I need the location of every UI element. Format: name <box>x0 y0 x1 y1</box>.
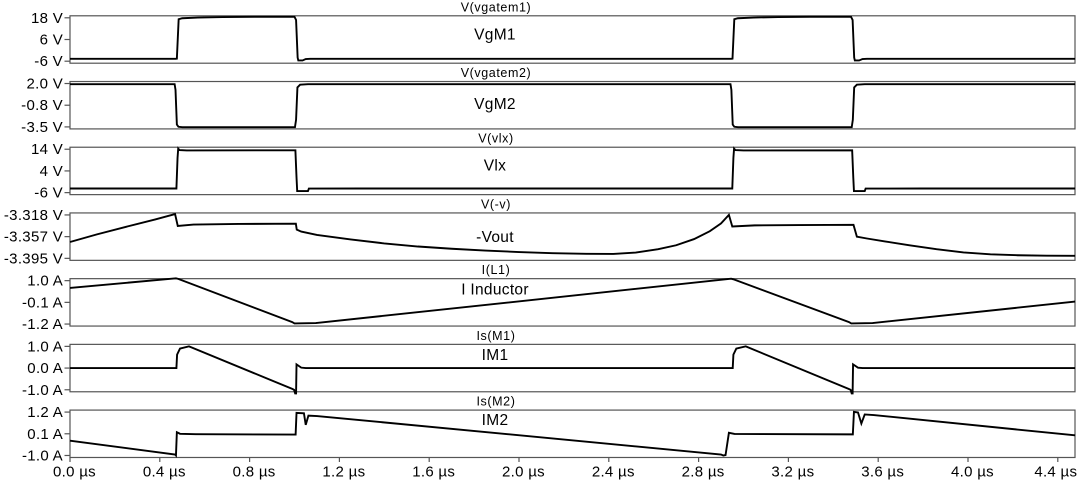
panel-title: Is(M1) <box>476 329 515 343</box>
x-tick-label: 0.4 µs <box>143 463 186 480</box>
y-tick-label: -3.318 V <box>4 207 63 224</box>
x-tick-label: 3.6 µs <box>861 463 904 480</box>
waveform-IM2 <box>69 410 1076 458</box>
waveform-IM1 <box>70 345 1076 395</box>
panel-title: I(L1) <box>482 263 511 277</box>
x-tick-label: 4.0 µs <box>951 463 994 480</box>
y-tick-label: 1.0 A <box>27 273 63 290</box>
y-tick-label: -1.2 A <box>22 316 63 333</box>
panel-label: VgM2 <box>474 96 516 113</box>
panel-frame <box>69 146 1076 196</box>
panel-label: Vlx <box>484 158 506 175</box>
y-tick-label: -3.357 V <box>4 229 63 246</box>
panel-title: V(vlx) <box>478 132 514 146</box>
y-tick-label: -1.0 A <box>22 447 63 464</box>
panel--Vout: V(-v) -Vout -3.318 V -3.357 V -3.395 V <box>4 197 1076 267</box>
y-tick-label: 1.2 A <box>27 404 63 421</box>
waveform-VgM1 <box>70 15 1076 62</box>
panel-I Inductor: I(L1) I Inductor 1.0 A -0.1 A -1.2 A <box>22 263 1076 333</box>
waveform--Vout <box>69 212 1076 257</box>
y-tick-label: 4 V <box>40 163 63 180</box>
y-tick-label: 18 V <box>31 10 63 27</box>
panel-Vlx: V(vlx) Vlx 14 V 4 V -6 V <box>31 132 1076 202</box>
waveform-I Inductor <box>69 277 1076 325</box>
panel-label: I Inductor <box>461 282 529 299</box>
y-tick-label: -1.0 A <box>22 382 63 399</box>
panel-title: V(vgatem2) <box>461 66 532 80</box>
x-tick-label: 3.2 µs <box>771 463 814 480</box>
x-tick-label: 2.0 µs <box>502 463 545 480</box>
waveform-Vlx <box>70 146 1076 193</box>
panel-frame <box>69 80 1076 130</box>
x-tick-label: 2.8 µs <box>682 463 725 480</box>
panel-IM1: Is(M1) IM1 1.0 A 0.0 A -1.0 A <box>22 329 1076 399</box>
y-tick-label: -0.1 A <box>22 294 63 311</box>
panel-frame <box>69 278 1076 327</box>
panel-title: V(-v) <box>481 197 511 211</box>
y-tick-label: -0.8 V <box>21 97 63 114</box>
panel-label: VgM1 <box>474 26 516 43</box>
panel-IM2: Is(M2) IM2 1.2 A 0.1 A -1.0 A <box>22 395 1076 464</box>
y-tick-label: 0.0 A <box>27 360 63 377</box>
y-tick-label: 6 V <box>40 32 63 49</box>
x-tick-label: 0.0 µs <box>53 463 96 480</box>
y-tick-label: -3.5 V <box>21 119 63 136</box>
x-tick-label: 0.8 µs <box>233 463 276 480</box>
x-tick-label: 1.6 µs <box>412 463 455 480</box>
panel-title: Is(M2) <box>476 395 515 409</box>
x-tick-label: 4.4 µs <box>1034 463 1077 480</box>
y-tick-label: -6 V <box>34 53 63 70</box>
panel-frame <box>69 15 1076 64</box>
panel-title: V(vgatem1) <box>461 0 532 14</box>
panel-label: IM1 <box>482 347 509 364</box>
panel-VgM2: V(vgatem2) VgM2 2.0 V -0.8 V -3.5 V <box>21 66 1076 136</box>
waveform-VgM2 <box>70 83 1076 129</box>
panel-label: -Vout <box>476 229 514 246</box>
x-tick-label: 2.4 µs <box>592 463 635 480</box>
panel-label: IM2 <box>482 412 509 429</box>
x-axis: 0.0 µs 0.4 µs 0.8 µs 1.2 µs 1.6 µs 2.0 µs 2.4 … <box>53 457 1077 480</box>
y-tick-label: 14 V <box>31 141 63 158</box>
y-tick-label: -3.395 V <box>4 250 63 267</box>
y-tick-label: 1.0 A <box>27 338 63 355</box>
y-tick-label: -6 V <box>34 185 63 202</box>
y-tick-label: 0.1 A <box>27 426 63 443</box>
panel-VgM1: V(vgatem1) VgM1 18 V 6 V -6 V <box>31 0 1076 70</box>
y-tick-label: 2.0 V <box>26 76 63 93</box>
x-tick-label: 1.2 µs <box>322 463 365 480</box>
